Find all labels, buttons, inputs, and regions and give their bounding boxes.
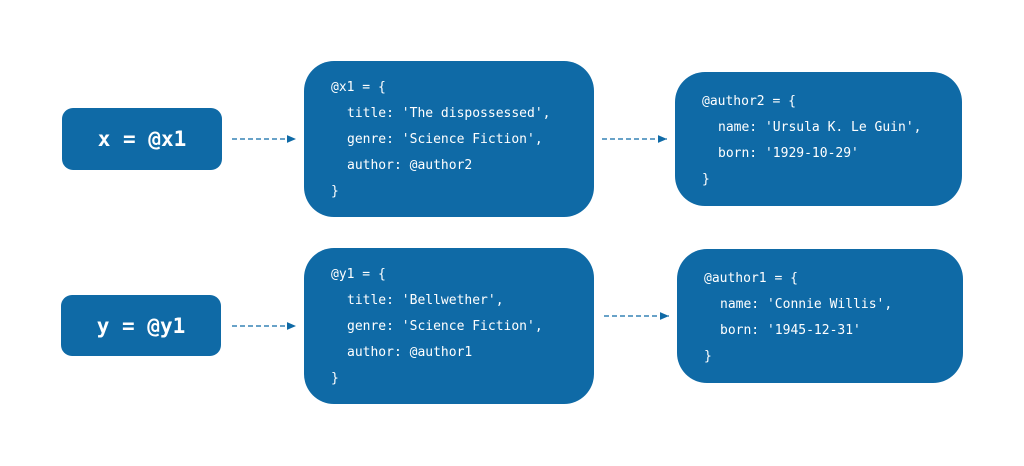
object-field-genre: genre: 'Science Fiction', [347,319,543,334]
author-object-author2: @author2 = { name: 'Ursula K. Le Guin', … [675,72,962,206]
object-open-line: @y1 = { [331,267,386,282]
object-close-line: } [331,184,339,199]
var-box-x: x = @x1 [62,108,222,170]
object-open-line: @author2 = { [702,94,796,109]
object-open-line: @x1 = { [331,80,386,95]
object-field-name: name: 'Ursula K. Le Guin', [718,120,922,135]
object-open-line: @author1 = { [704,271,798,286]
object-field-born: born: '1945-12-31' [720,323,861,338]
object-field-genre: genre: 'Science Fiction', [347,132,543,147]
object-field-name: name: 'Connie Willis', [720,297,893,312]
object-close-line: } [331,371,339,386]
book-object-x1: @x1 = { title: 'The dispossessed', genre… [304,61,594,217]
var-label-y: y = @y1 [96,313,186,338]
object-field-author: author: @author2 [347,158,473,173]
var-box-y: y = @y1 [61,295,221,356]
author-object-author1: @author1 = { name: 'Connie Willis', born… [677,249,963,383]
object-field-title: title: 'Bellwether', [347,293,504,308]
object-field-title: title: 'The dispossessed', [347,106,551,121]
book-object-y1: @y1 = { title: 'Bellwether', genre: 'Sci… [304,248,594,404]
object-close-line: } [702,172,710,187]
object-close-line: } [704,349,712,364]
var-label-x: x = @x1 [97,127,187,151]
object-field-author: author: @author1 [347,345,473,360]
object-field-born: born: '1929-10-29' [718,146,859,161]
